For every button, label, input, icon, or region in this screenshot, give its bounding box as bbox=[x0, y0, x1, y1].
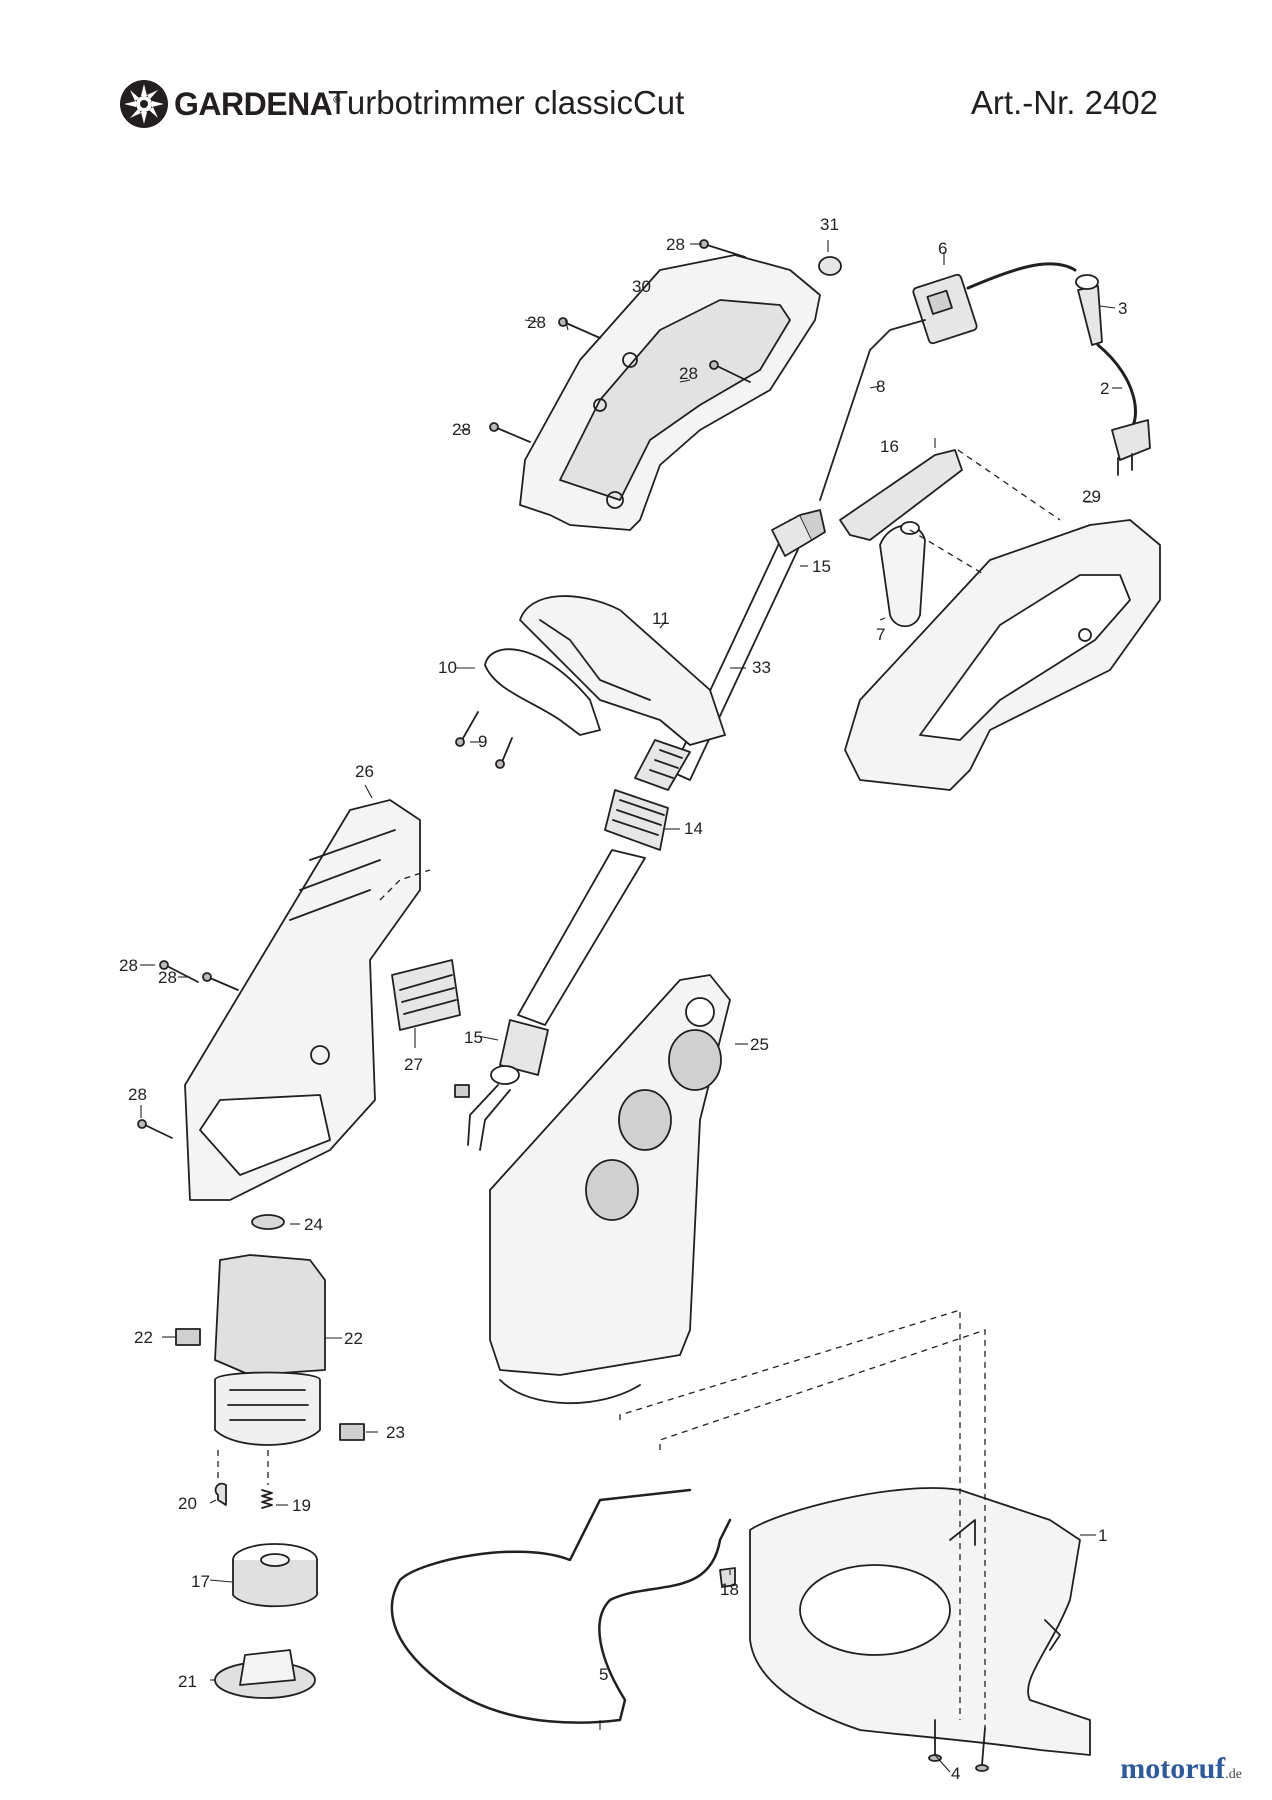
switch bbox=[912, 273, 978, 345]
mains-plug bbox=[1111, 419, 1151, 476]
part-label-7: 7 bbox=[876, 625, 885, 644]
main-handle bbox=[844, 519, 1161, 791]
trigger-lock bbox=[879, 521, 926, 628]
watermark: motoruf.de bbox=[1120, 1752, 1242, 1785]
part-label-20: 21 bbox=[178, 1672, 197, 1691]
assembly-lines bbox=[217, 449, 1061, 1728]
part-label-15: 15 bbox=[812, 557, 831, 576]
clip bbox=[214, 1482, 227, 1506]
part-label-22: 22 bbox=[134, 1328, 153, 1347]
part-label-22: 23 bbox=[386, 1423, 405, 1442]
cable-to-plug bbox=[966, 262, 1077, 290]
part-label-21: 22 bbox=[344, 1329, 363, 1348]
part-label-31: 31 bbox=[820, 215, 839, 234]
motor-wires bbox=[467, 1084, 511, 1151]
lower-coupling bbox=[490, 1019, 549, 1085]
part-label-18: 18 bbox=[720, 1580, 739, 1599]
auxiliary-handle bbox=[484, 595, 726, 746]
part-label-28: 28 bbox=[452, 420, 471, 439]
washer bbox=[251, 1214, 285, 1230]
part-label-28: 28 bbox=[679, 364, 698, 383]
lower-tube bbox=[517, 849, 646, 1026]
leader-lines bbox=[140, 240, 1122, 1773]
cable-sleeve bbox=[1077, 285, 1103, 346]
gardena-logo: GARDENA® bbox=[118, 78, 341, 130]
guard-hood bbox=[749, 1487, 1091, 1756]
spool bbox=[232, 1543, 318, 1608]
part-label-2: 2 bbox=[1100, 379, 1109, 398]
part-label-15: 15 bbox=[464, 1028, 483, 1047]
trigger bbox=[839, 449, 963, 541]
blade-clip bbox=[719, 1567, 736, 1588]
part-label-17: 17 bbox=[191, 1572, 210, 1591]
part-label-6: 6 bbox=[938, 239, 947, 258]
part-label-25: 25 bbox=[750, 1035, 769, 1054]
part-label-28: 28 bbox=[128, 1085, 147, 1104]
part-label-29: 29 bbox=[1082, 487, 1101, 506]
part-label-28: 28 bbox=[527, 313, 546, 332]
product-name: Turbotrimmer classicCut bbox=[328, 84, 685, 121]
motor bbox=[214, 1254, 326, 1446]
brand-name: GARDENA® bbox=[174, 85, 341, 122]
callout-labels: 28 31 6 3 2 30 28 28 8 28 16 29 15 7 11 … bbox=[119, 215, 1127, 1783]
carbon-brush-right bbox=[339, 1423, 365, 1441]
part-label-3: 3 bbox=[1118, 299, 1127, 318]
part-label-16: 16 bbox=[880, 437, 899, 456]
part-label-27: 27 bbox=[404, 1055, 423, 1074]
spool-cap bbox=[214, 1649, 316, 1699]
coupling-ring bbox=[604, 789, 669, 851]
part-label-26: 26 bbox=[355, 762, 374, 781]
motor-housing-left bbox=[184, 799, 421, 1201]
tube-thread bbox=[634, 739, 691, 791]
upper-handle-shell bbox=[519, 254, 821, 531]
screws-upper bbox=[489, 239, 751, 443]
part-label-19: 19 bbox=[292, 1496, 311, 1515]
part-label-14: 14 bbox=[684, 819, 703, 838]
part-label-8: 8 bbox=[876, 377, 885, 396]
part-label-10: 10 bbox=[438, 658, 457, 677]
part-label-24: 24 bbox=[304, 1215, 323, 1234]
flower-logo-icon bbox=[120, 80, 168, 128]
screws-left bbox=[137, 960, 239, 1139]
part-label-5: 5 bbox=[599, 1665, 608, 1684]
plug-cap bbox=[818, 256, 842, 276]
part-label-23: 20 bbox=[178, 1494, 197, 1513]
carbon-brush-left bbox=[175, 1328, 201, 1346]
part-label-4: 4 bbox=[951, 1764, 960, 1783]
article-number: Art.-Nr. 2402 bbox=[970, 84, 1158, 121]
part-label-33: 33 bbox=[752, 658, 771, 677]
motor-housing-right bbox=[489, 974, 731, 1405]
part-label-11: 11 bbox=[652, 609, 670, 628]
part-label-28: 28 bbox=[666, 235, 685, 254]
internal-cable bbox=[819, 319, 926, 501]
wire-connector bbox=[454, 1084, 470, 1098]
handle-screws bbox=[455, 711, 513, 769]
cable-sleeve-top bbox=[1075, 274, 1099, 290]
part-label-30: 30 bbox=[632, 277, 651, 296]
spring bbox=[261, 1489, 273, 1509]
part-label-9: 9 bbox=[478, 732, 487, 751]
screws-4 bbox=[928, 1719, 989, 1772]
part-label-1: 1 bbox=[1098, 1526, 1107, 1545]
header: GARDENA® Turbotrimmer classicCut Art.-Nr… bbox=[118, 78, 1158, 130]
part-label-28: 28 bbox=[158, 968, 177, 987]
wire-guard bbox=[390, 1488, 732, 1724]
part-label-28: 28 bbox=[119, 956, 138, 975]
